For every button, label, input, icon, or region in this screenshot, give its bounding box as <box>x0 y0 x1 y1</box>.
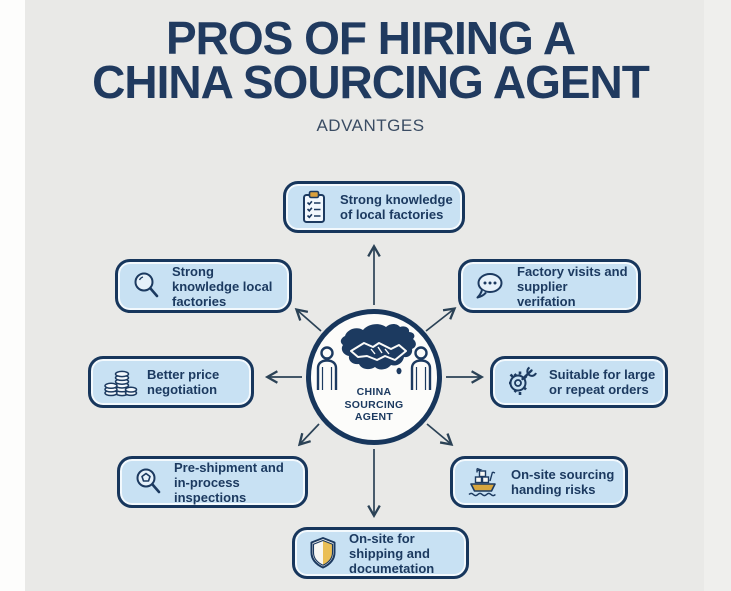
center-hub: CHINA SOURCING AGENT <box>306 309 442 445</box>
benefit-label: Factory visits and supplier verifation <box>517 263 628 309</box>
benefit-box-shipping-documentation: On-site for shipping and documetation <box>292 527 469 579</box>
shield-icon <box>306 535 340 571</box>
left-margin-strip <box>0 0 25 591</box>
center-hub-label: CHINA SOURCING AGENT <box>344 386 404 423</box>
benefit-label: On-site sourcing handing risks <box>511 467 615 497</box>
inspection-magnifier-icon <box>131 465 165 499</box>
benefit-box-local-factory-knowledge: Strong knowledge of local factories <box>283 181 465 233</box>
benefit-box-large-orders: Suitable for large or repeat orders <box>490 356 668 408</box>
benefit-box-price-negotiation: Better price negotiation <box>88 356 254 408</box>
benefit-label: Pre-shipment and in-process inspections <box>174 459 284 505</box>
speech-bubble-icon <box>472 269 508 303</box>
page-subtitle: ADVANTGES <box>316 116 425 135</box>
benefit-label: On-site for shipping and documetation <box>349 530 435 576</box>
gear-wrench-icon <box>504 364 540 400</box>
magnifier-icon <box>129 269 163 303</box>
china-map-handshake-icon <box>316 324 432 390</box>
benefit-box-sourcing-risks: On-site sourcing handing risks <box>450 456 628 508</box>
right-margin-strip <box>704 0 731 591</box>
cargo-ship-icon <box>464 464 502 500</box>
benefit-box-factory-visits: Factory visits and supplier verifation <box>458 259 641 313</box>
benefit-box-inspections: Pre-shipment and in-process inspections <box>117 456 308 508</box>
benefit-box-strong-knowledge: Strong knowledge local factories <box>115 259 292 313</box>
benefit-label: Strong knowledge of local factories <box>340 192 453 222</box>
clipboard-checklist-icon <box>297 189 331 225</box>
benefit-label: Strong knowledge local factories <box>172 263 273 309</box>
page-title-line2: CHINA SOURCING AGENT <box>92 56 650 108</box>
benefit-label: Suitable for large or repeat orders <box>549 367 656 397</box>
benefit-label: Better price negotiation <box>147 367 220 397</box>
coins-icon <box>102 364 138 400</box>
header: PROS OF HIRING A CHINA SOURCING AGENT AD… <box>0 12 731 136</box>
page-title-line1: PROS OF HIRING A <box>165 12 576 64</box>
